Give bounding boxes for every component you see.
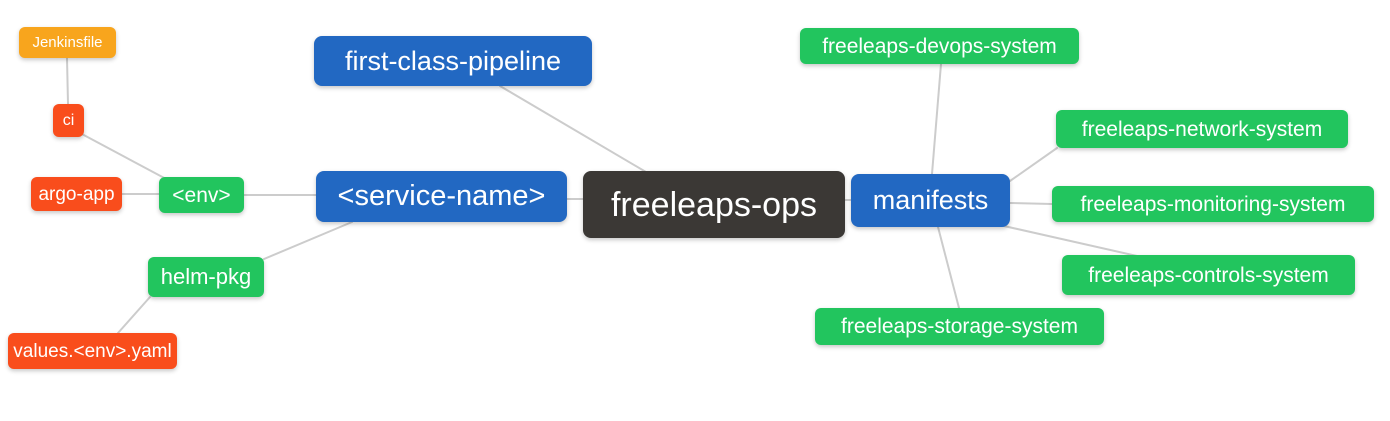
node-freeleaps-devops-system[interactable]: freeleaps-devops-system [800,28,1079,64]
edge-ci-env [79,132,169,181]
edge-jenkinsfile-ci [66,57,69,105]
node-ci[interactable]: ci [53,104,84,137]
edge-manifests-monitoring [1009,202,1053,205]
node-manifests[interactable]: manifests [851,174,1010,227]
node-freeleaps-ops-root[interactable]: freeleaps-ops [583,171,845,238]
node-freeleaps-storage-system[interactable]: freeleaps-storage-system [815,308,1104,345]
node-helm-pkg[interactable]: helm-pkg [148,257,264,297]
node-env[interactable]: <env> [159,177,244,213]
node-freeleaps-monitoring-system[interactable]: freeleaps-monitoring-system [1052,186,1374,222]
edge-manifests-storage [937,226,960,309]
node-freeleaps-controls-system[interactable]: freeleaps-controls-system [1062,255,1355,295]
edge-service-name-helm-pkg [263,221,353,260]
edge-pipeline-freeleaps-ops [499,85,647,173]
node-jenkinsfile[interactable]: Jenkinsfile [19,27,116,58]
edge-manifests-devops [931,63,942,175]
node-freeleaps-network-system[interactable]: freeleaps-network-system [1056,110,1348,148]
edge-helm-pkg-values [117,296,151,334]
node-argo-app[interactable]: argo-app [31,177,122,211]
node-first-class-pipeline[interactable]: first-class-pipeline [314,36,592,86]
node-service-name[interactable]: <service-name> [316,171,567,222]
edge-manifests-controls [1003,225,1138,257]
edge-manifests-network [1009,147,1058,182]
node-values-env-yaml[interactable]: values.<env>.yaml [8,333,177,369]
